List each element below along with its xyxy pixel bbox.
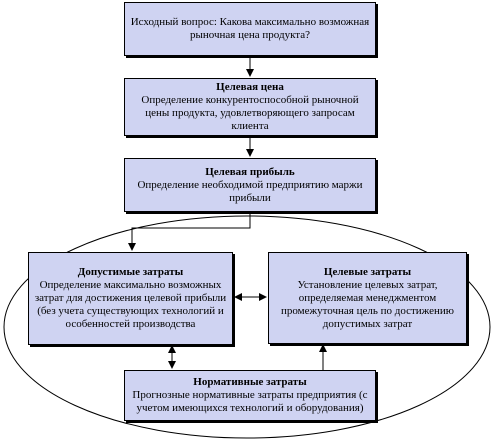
initial-question-text: Исходный вопрос: Какова максимально возм… [130,16,370,41]
target-profit-box: Целевая прибыль Определение необходимой … [124,158,376,212]
target-costs-box: Целевые затраты Установление целевых зат… [268,252,467,344]
initial-question-box: Исходный вопрос: Какова максимально возм… [124,2,376,56]
standard-costs-title: Нормативные затраты [193,376,307,388]
target-price-title: Целевая цена [216,81,284,93]
target-costs-title: Целевые затраты [323,265,412,278]
allowable-costs-text: Определение максимально возможных затрат… [34,279,227,330]
target-price-text: Определение конкурентоспособной рыночной… [141,94,359,132]
target-profit-title: Целевая прибыль [205,165,295,178]
arrow-profit-to-allowable [128,213,251,251]
target-profit-text: Определение необходимой предприятию марж… [137,178,363,204]
target-costs-text: Установление целевых затрат, определяема… [280,278,455,330]
allowable-costs-title: Допустимые затраты [77,266,184,278]
standard-costs-text: Прогнозные нормативные затраты предприят… [132,389,368,414]
allowable-costs-box: Допустимые затраты Определение максималь… [28,252,233,345]
target-price-box: Целевая цена Определение конкурентоспосо… [124,78,376,136]
standard-costs-box: Нормативные затраты Прогнозные нормативн… [124,370,376,421]
cost-cycle-ellipse [3,215,491,439]
